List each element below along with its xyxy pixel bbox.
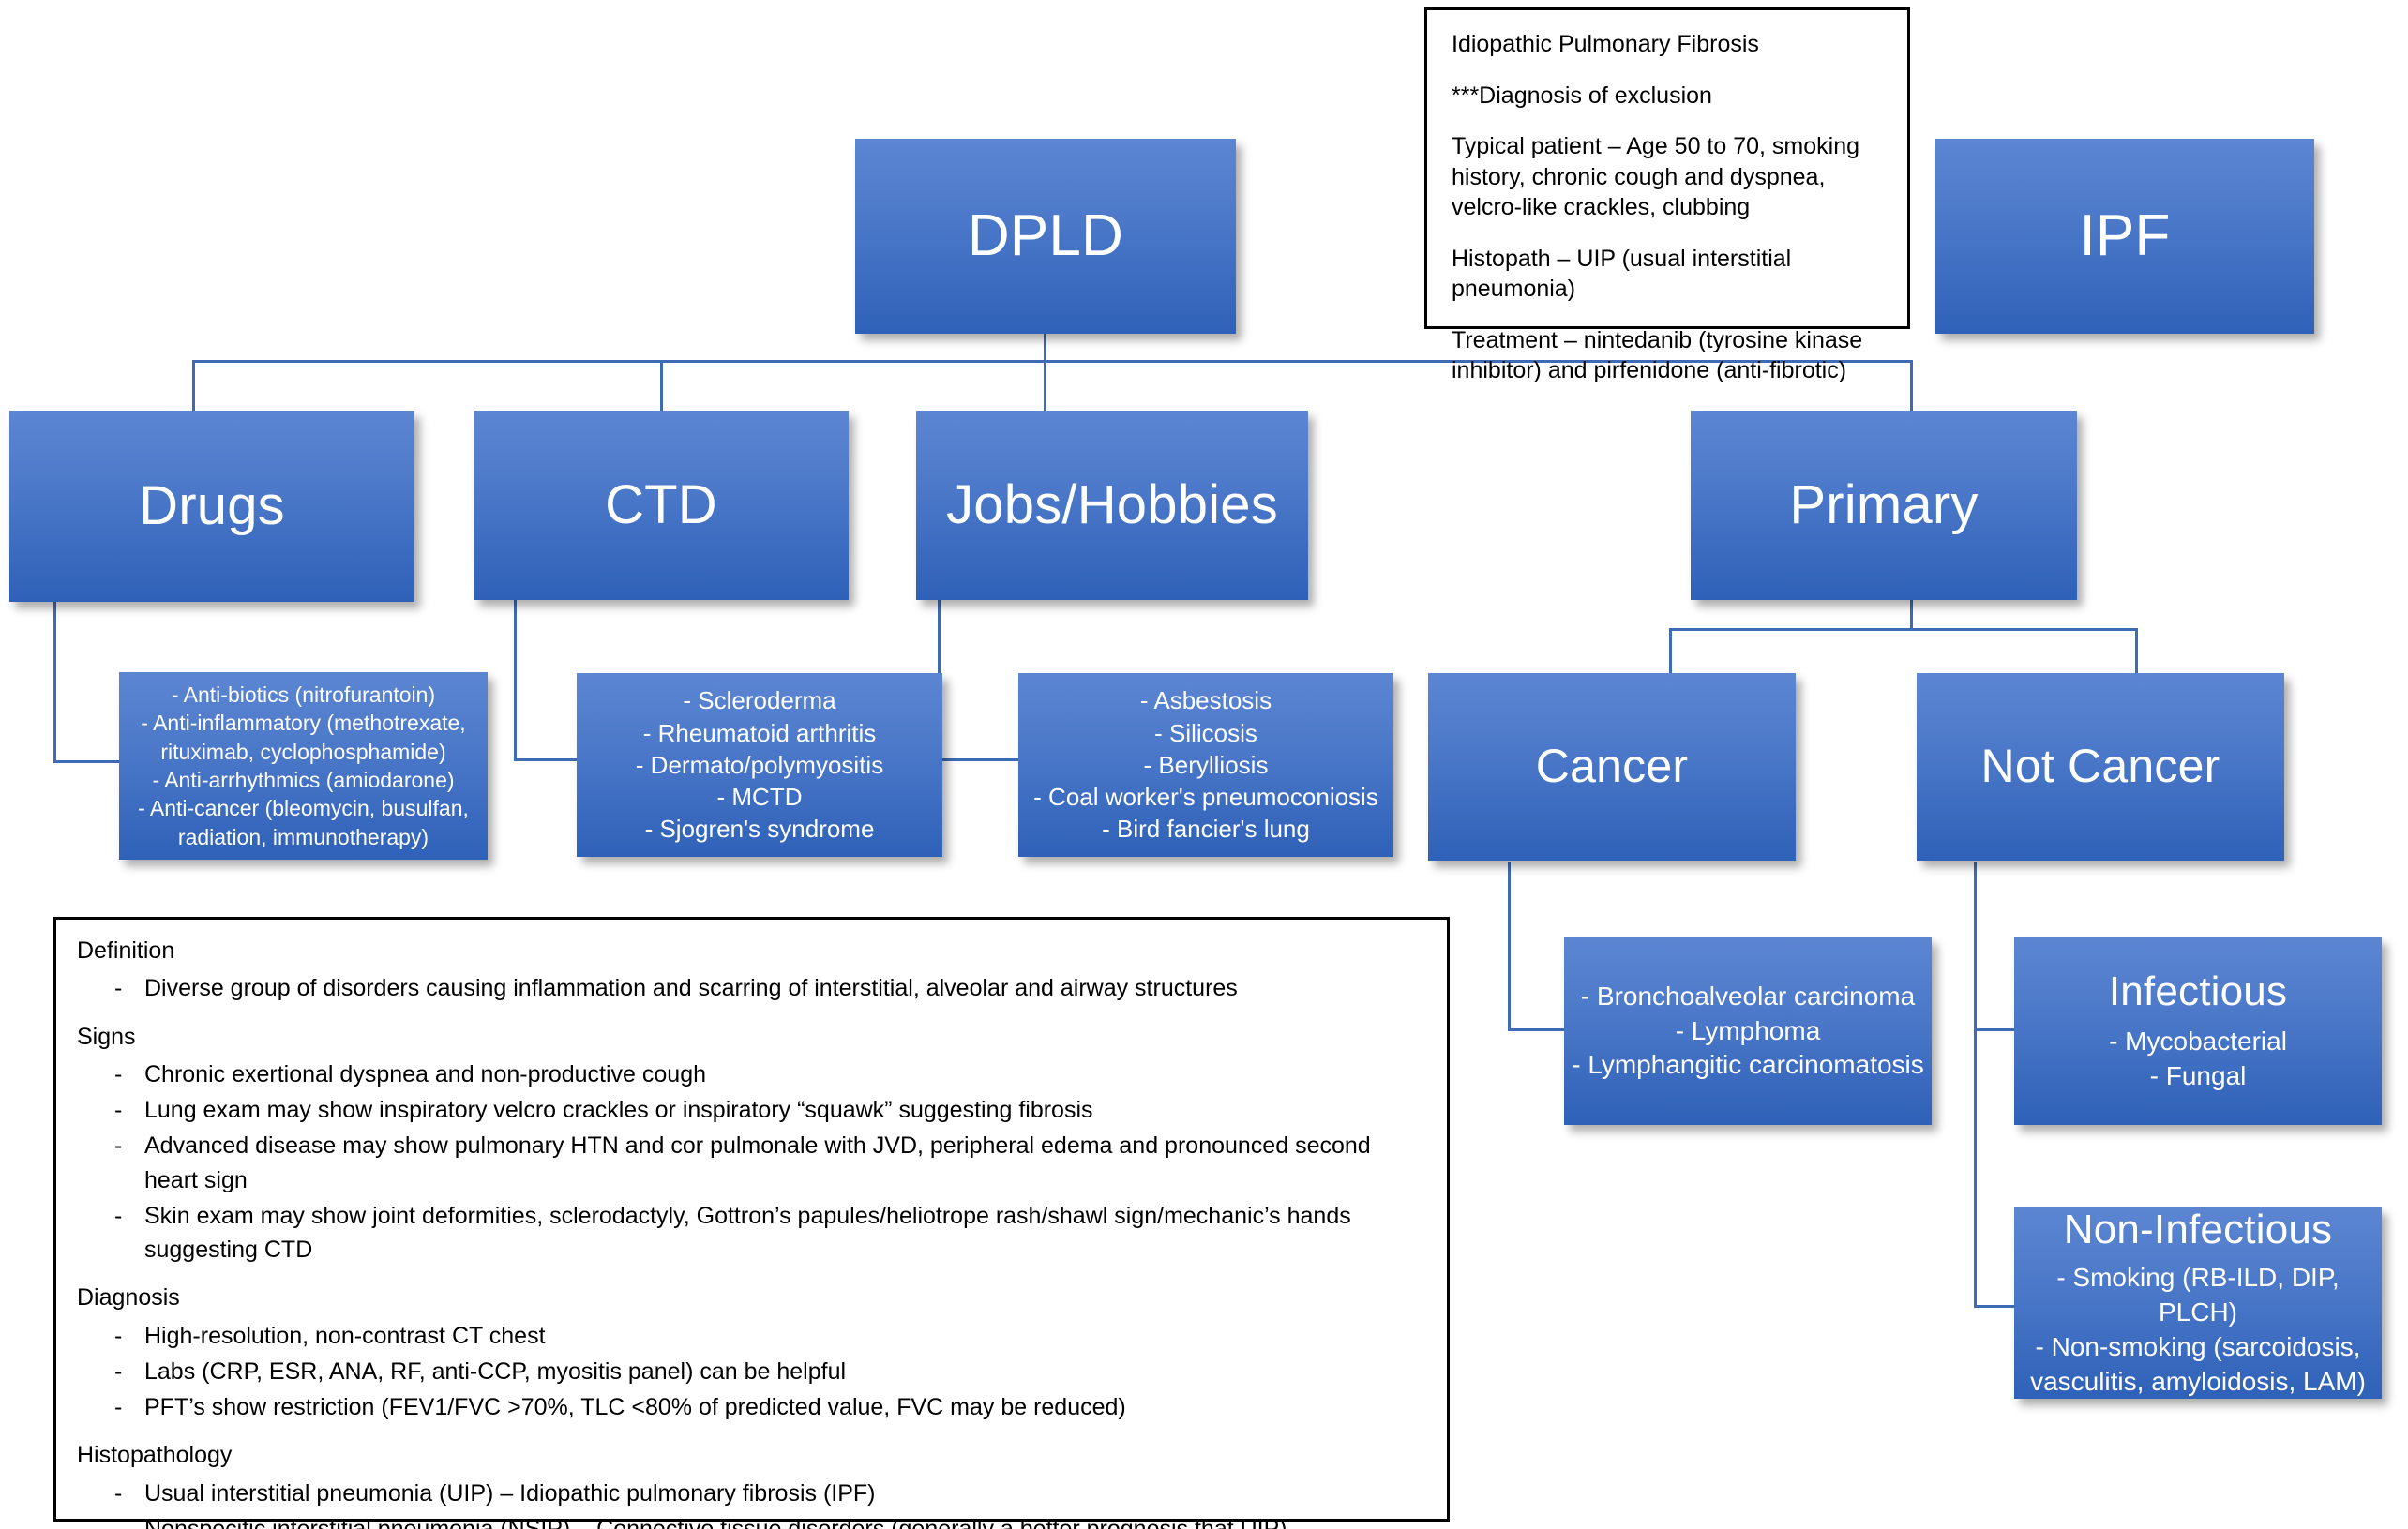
list-item: Lung exam may show inspiratory velcro cr… [77,1093,1426,1128]
list-item: - Mycobacterial [2109,1027,2287,1057]
node-non-infectious-label: Non-Infectious [2063,1206,2333,1252]
connector-drop-primary [1910,360,1913,411]
list-item: High-resolution, non-contrast CT chest [77,1319,1426,1354]
node-ipf-label: IPF [2079,203,2171,269]
node-primary[interactable]: Primary [1691,411,2077,600]
list-item: - Silicosis [1154,718,1257,747]
node-ctd-children[interactable]: - Scleroderma - Rheumatoid arthritis - D… [577,673,942,857]
ipf-note-histopath: Histopath – UIP (usual interstitial pneu… [1452,245,1792,303]
node-dpld-label: DPLD [967,203,1124,269]
connector-primary-bus [1669,628,2138,631]
detail-signs-list: Chronic exertional dyspnea and non-produ… [77,1057,1426,1267]
connector-cancer-elbow-h [1508,1028,1564,1031]
connector-drop-notcancer [2135,628,2138,673]
list-item: - Fungal [2149,1061,2247,1091]
connector-primary-stem [1910,600,1913,630]
list-item: Diverse group of disorders causing infla… [77,971,1426,1006]
connector-drugs-elbow-v [53,602,56,763]
node-drugs-label: Drugs [139,474,285,536]
connector-drop-cancer [1669,628,1672,673]
node-not-cancer[interactable]: Not Cancer [1917,673,2284,861]
list-item: Labs (CRP, ESR, ANA, RF, anti-CCP, myosi… [77,1355,1426,1389]
node-non-infectious[interactable]: Non-Infectious - Smoking (RB-ILD, DIP, P… [2014,1207,2382,1399]
node-dpld[interactable]: DPLD [855,139,1236,334]
list-item: Advanced disease may show pulmonary HTN … [77,1129,1426,1197]
connector-drugs-elbow-h [53,760,119,763]
connector-ctd-elbow-v [514,600,517,761]
ipf-note-exclusion: ***Diagnosis of exclusion [1452,82,1712,109]
connector-cancer-elbow-v [1508,862,1511,1031]
node-cancer[interactable]: Cancer [1428,673,1796,861]
node-jobs-hobbies[interactable]: Jobs/Hobbies [916,411,1308,600]
connector-notcancer-to-infectious [1974,1028,2053,1031]
list-item: - Lymphangitic carcinomatosis [1572,1050,1924,1080]
connector-notcancer-to-noninfectious [1974,1305,2053,1308]
detail-definition-list: Diverse group of disorders causing infla… [77,971,1426,1006]
connector-drop-jobs [1044,360,1046,411]
list-item: - MCTD [716,783,803,812]
list-item: - Anti-cancer (bleomycin, busulfan, radi… [138,796,469,849]
node-infectious[interactable]: Infectious - Mycobacterial - Fungal [2014,937,2382,1125]
detail-signs-heading: Signs [77,1023,136,1050]
node-drugs-children[interactable]: - Anti-biotics (nitrofurantoin) - Anti-i… [119,672,488,860]
detail-diagnosis-list: High-resolution, non-contrast CT chest L… [77,1319,1426,1425]
node-jobs-children[interactable]: - Asbestosis - Silicosis - Berylliosis -… [1018,673,1393,857]
list-item: - Rheumatoid arthritis [642,718,877,747]
connector-jobs-elbow-h [938,758,1018,761]
connector-notcancer-elbow-v [1974,862,1977,1308]
node-cancer-label: Cancer [1535,740,1689,793]
detail-definition-heading: Definition [77,937,175,964]
node-jobs-hobbies-label: Jobs/Hobbies [946,473,1278,535]
connector-level2-bus [192,360,1913,363]
list-item: - Sjogren's syndrome [644,815,875,844]
ipf-info-note: Idiopathic Pulmonary Fibrosis ***Diagnos… [1424,7,1910,383]
detail-histopathology-list: Usual interstitial pneumonia (UIP) – Idi… [77,1477,1426,1529]
list-item: Nonspecific interstitial pneumonia (NSIP… [77,1512,1426,1529]
list-item: - Anti-biotics (nitrofurantoin) [171,682,436,707]
connector-ctd-elbow-h [514,758,577,761]
node-drugs[interactable]: Drugs [9,411,414,602]
list-item: Usual interstitial pneumonia (UIP) – Idi… [77,1477,1426,1511]
list-item: - Dermato/polymyositis [635,750,884,779]
detail-histopathology-heading: Histopathology [77,1442,233,1469]
node-cancer-children[interactable]: - Bronchoalveolar carcinoma - Lymphoma -… [1564,937,1932,1125]
node-ipf[interactable]: IPF [1935,139,2314,334]
detail-diagnosis-heading: Diagnosis [77,1284,180,1312]
list-item: - Lymphoma [1675,1015,1821,1045]
list-item: - Scleroderma [683,686,836,715]
list-item: Skin exam may show joint deformities, sc… [77,1199,1426,1267]
ipf-note-typical-patient: Typical patient – Age 50 to 70, smoking … [1452,133,1859,220]
ipf-note-heading: Idiopathic Pulmonary Fibrosis [1452,31,1759,57]
list-item: - Coal worker's pneumoconiosis [1033,783,1378,812]
node-primary-label: Primary [1789,473,1979,535]
list-item: PFT’s show restriction (FEV1/FVC >70%, T… [77,1390,1426,1425]
list-item: - Smoking (RB-ILD, DIP, PLCH) [2056,1263,2340,1327]
connector-dpld-stem [1044,334,1046,360]
list-item: - Asbestosis [1139,686,1272,715]
node-not-cancer-label: Not Cancer [1980,740,2220,793]
ipf-note-treatment: Treatment – nintedanib (tyrosine kinase … [1452,326,1863,384]
list-item: - Non-smoking (sarcoidosis, vasculitis, … [2030,1332,2366,1397]
node-ctd-label: CTD [605,473,717,535]
connector-drop-ctd [660,360,663,411]
list-item: - Berylliosis [1143,750,1269,779]
list-item: - Anti-inflammatory (methotrexate, ritux… [141,711,466,764]
list-item: - Anti-arrhythmics (amiodarone) [152,768,455,792]
connector-drop-drugs [192,360,195,411]
node-infectious-label: Infectious [2108,967,2288,1014]
list-item: - Bronchoalveolar carcinoma [1580,981,1916,1011]
list-item: - Bird fancier's lung [1102,815,1310,844]
node-ctd[interactable]: CTD [474,411,849,600]
list-item: Chronic exertional dyspnea and non-produ… [77,1057,1426,1092]
dpld-detail-note: Definition Diverse group of disorders ca… [53,917,1450,1529]
